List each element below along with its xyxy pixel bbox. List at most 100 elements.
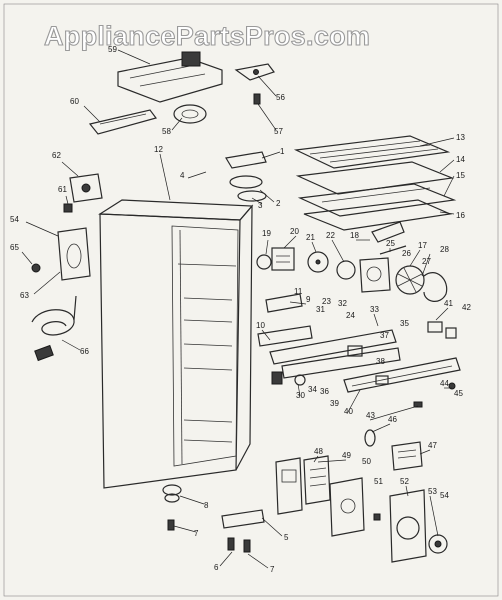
callout-63: 63 <box>20 291 29 300</box>
callout-56: 56 <box>276 93 285 102</box>
part-50-knob-panel[interactable] <box>329 477 365 537</box>
leader-line <box>159 153 171 201</box>
part-13-wire-shelf[interactable] <box>293 135 451 169</box>
part-41-42-blocks[interactable] <box>427 321 457 339</box>
leader-line <box>297 383 301 397</box>
callout-53: 53 <box>428 487 437 496</box>
callout-21: 21 <box>306 233 315 242</box>
part-46-bulb[interactable] <box>364 429 376 447</box>
leader-line <box>173 525 197 533</box>
callout-13: 13 <box>456 133 465 142</box>
leader-lines <box>21 49 455 569</box>
callout-15: 15 <box>456 171 465 180</box>
leader-line <box>419 137 455 147</box>
part-8-leveling-foot[interactable] <box>162 484 182 503</box>
callout-32: 32 <box>338 299 347 308</box>
callout-37: 37 <box>380 331 389 340</box>
callout-27: 27 <box>422 257 431 266</box>
part-63-cover-plate[interactable] <box>57 227 91 281</box>
leader-line <box>21 251 33 265</box>
part-61-clip[interactable] <box>63 203 73 213</box>
part-2-3-dampers[interactable] <box>229 175 267 202</box>
part-58-knob[interactable] <box>173 104 207 124</box>
leader-line <box>331 239 345 263</box>
part-43-44-45-screws[interactable] <box>413 382 456 408</box>
callout-9: 9 <box>306 295 311 304</box>
part-53-54-knob[interactable] <box>428 534 448 554</box>
part-15-evaporator-cover[interactable] <box>297 183 457 217</box>
part-65-nut[interactable] <box>31 263 41 273</box>
part-59-thermostat-housing[interactable] <box>117 51 223 103</box>
part-14-tray[interactable] <box>295 161 455 195</box>
part-17-18-25-duct[interactable] <box>371 221 407 255</box>
leader-line <box>25 221 59 237</box>
callout-5: 5 <box>284 533 289 542</box>
callout-36: 36 <box>320 387 329 396</box>
leader-line <box>435 307 449 321</box>
leader-line <box>261 517 283 537</box>
part-5-hinge-bracket[interactable] <box>221 509 265 529</box>
callout-58: 58 <box>162 127 171 136</box>
callout-labels: 59 56 60 58 57 12 1 13 14 15 16 62 4 3 2… <box>10 45 471 574</box>
leader-line <box>187 171 207 179</box>
part-51-clip[interactable] <box>373 513 381 521</box>
refrigerator-cabinet[interactable] <box>98 199 254 489</box>
callout-46: 46 <box>388 415 397 424</box>
callout-18: 18 <box>350 231 359 240</box>
callout-8: 8 <box>204 501 209 510</box>
callout-59: 59 <box>108 45 117 54</box>
callout-61: 61 <box>58 185 67 194</box>
part-48-control-housing[interactable] <box>275 457 303 515</box>
callout-24: 24 <box>346 311 355 320</box>
callout-41: 41 <box>444 299 453 308</box>
part-7-screw-left[interactable] <box>167 519 175 531</box>
part-37-38-39-40-strips[interactable] <box>343 357 461 393</box>
leader-line <box>257 103 277 131</box>
callout-28: 28 <box>440 245 449 254</box>
leader-line <box>313 455 319 463</box>
callout-44: 44 <box>440 379 449 388</box>
part-49-thermostat[interactable] <box>303 455 331 505</box>
part-33-34-35-rails[interactable] <box>269 329 401 379</box>
callout-6: 6 <box>214 563 219 572</box>
part-57-screw[interactable] <box>253 93 261 105</box>
part-66-power-cord[interactable] <box>31 295 77 362</box>
callout-47: 47 <box>428 441 437 450</box>
part-16-drip-tray[interactable] <box>303 199 453 231</box>
part-60-handle[interactable] <box>88 109 158 135</box>
leader-line <box>289 301 307 305</box>
leader-line <box>219 551 233 567</box>
callout-35: 35 <box>400 319 409 328</box>
part-24-32-housing[interactable] <box>359 257 391 293</box>
leader-line <box>429 495 439 537</box>
leader-line <box>421 253 431 277</box>
callout-2: 2 <box>276 199 281 208</box>
part-6-7-screws[interactable] <box>227 537 251 553</box>
leader-line <box>265 239 269 255</box>
diagram-border <box>3 3 499 597</box>
leader-line <box>317 459 347 463</box>
part-52-light-cover[interactable] <box>389 489 427 563</box>
callout-16: 16 <box>456 211 465 220</box>
leader-line <box>283 235 297 249</box>
callout-60: 60 <box>70 97 79 106</box>
callout-38: 38 <box>376 357 385 366</box>
part-26-27-28-fan-assembly[interactable] <box>395 265 448 302</box>
callout-30: 30 <box>296 391 305 400</box>
part-9-10-11-control-block[interactable] <box>257 293 313 347</box>
leader-line <box>247 553 269 569</box>
part-19-20-fan-motor[interactable] <box>256 247 295 271</box>
part-21-22-fan-blade[interactable] <box>307 251 356 280</box>
part-47-switch[interactable] <box>391 441 423 471</box>
callout-17: 17 <box>418 241 427 250</box>
part-30-36-fittings[interactable] <box>271 371 306 386</box>
leader-line <box>171 117 183 131</box>
callout-43: 43 <box>366 411 375 420</box>
part-1-bracket-top[interactable] <box>225 151 267 169</box>
callout-52: 52 <box>400 477 409 486</box>
part-62-relay[interactable] <box>69 173 103 203</box>
callout-11: 11 <box>294 287 303 296</box>
leader-line <box>65 195 69 205</box>
part-56-bracket[interactable] <box>234 63 275 81</box>
